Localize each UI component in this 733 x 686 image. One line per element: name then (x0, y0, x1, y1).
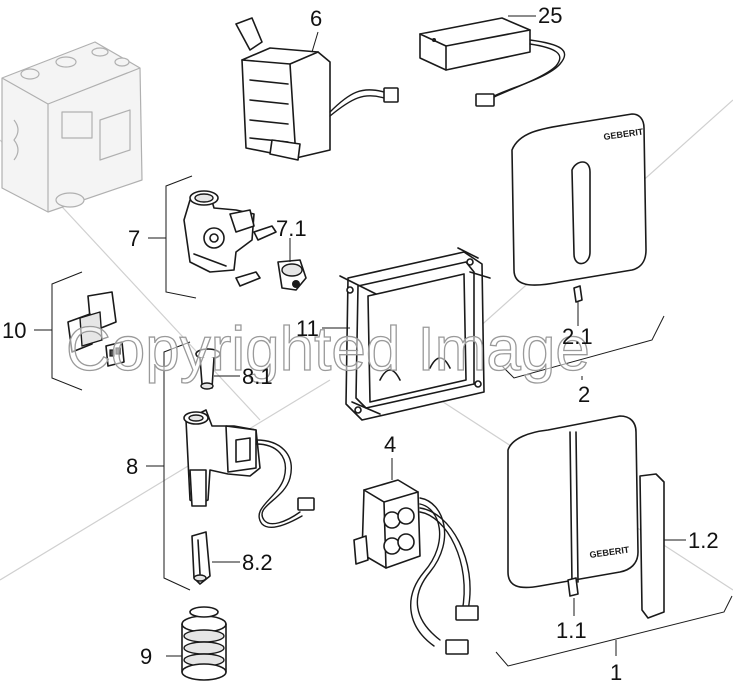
part-1.2-strip (639, 473, 665, 619)
label-9: 9 (140, 644, 152, 669)
part-4-electronics (353, 479, 479, 655)
label-11: 11 (296, 316, 319, 341)
part-10-clips (67, 291, 125, 367)
part-6-holder (235, 17, 399, 161)
label-8.1: 8.1 (242, 364, 273, 389)
label-1: 1 (610, 660, 622, 685)
part-7-valve (183, 190, 277, 287)
part-11-frame (339, 247, 491, 421)
watermark-text: Copyrighted Image (66, 315, 590, 384)
label-8.2: 8.2 (242, 550, 273, 575)
label-25: 25 (538, 3, 562, 28)
part-labels: 6 25 7 7.1 10 11 8.1 8 8.2 9 4 2.1 2 1.2… (2, 3, 719, 685)
part-2-cover-plate: GEBERIT (511, 113, 647, 286)
part-8.1-screw (195, 348, 221, 390)
label-7.1: 7.1 (276, 216, 307, 241)
label-7: 7 (128, 226, 140, 251)
part-8.2-filter (191, 531, 211, 585)
label-6: 6 (310, 6, 322, 31)
part-1-cover-plate: GEBERIT (507, 415, 639, 589)
label-2: 2 (578, 382, 590, 407)
leader-lines (34, 15, 733, 667)
part-9-bellows (181, 606, 227, 681)
label-1.2: 1.2 (688, 528, 719, 553)
label-8: 8 (126, 454, 138, 479)
part-25-power-supply (419, 17, 566, 107)
label-2.1: 2.1 (562, 324, 593, 349)
part-8-solenoid-valve (183, 409, 315, 528)
part-7.1-cap (277, 259, 307, 291)
label-4: 4 (384, 432, 396, 457)
part-1.1-screw (567, 577, 579, 597)
part-2.1-screw (573, 285, 583, 303)
mounting-box (1, 41, 143, 213)
label-1.1: 1.1 (556, 618, 587, 643)
label-10: 10 (2, 318, 26, 343)
